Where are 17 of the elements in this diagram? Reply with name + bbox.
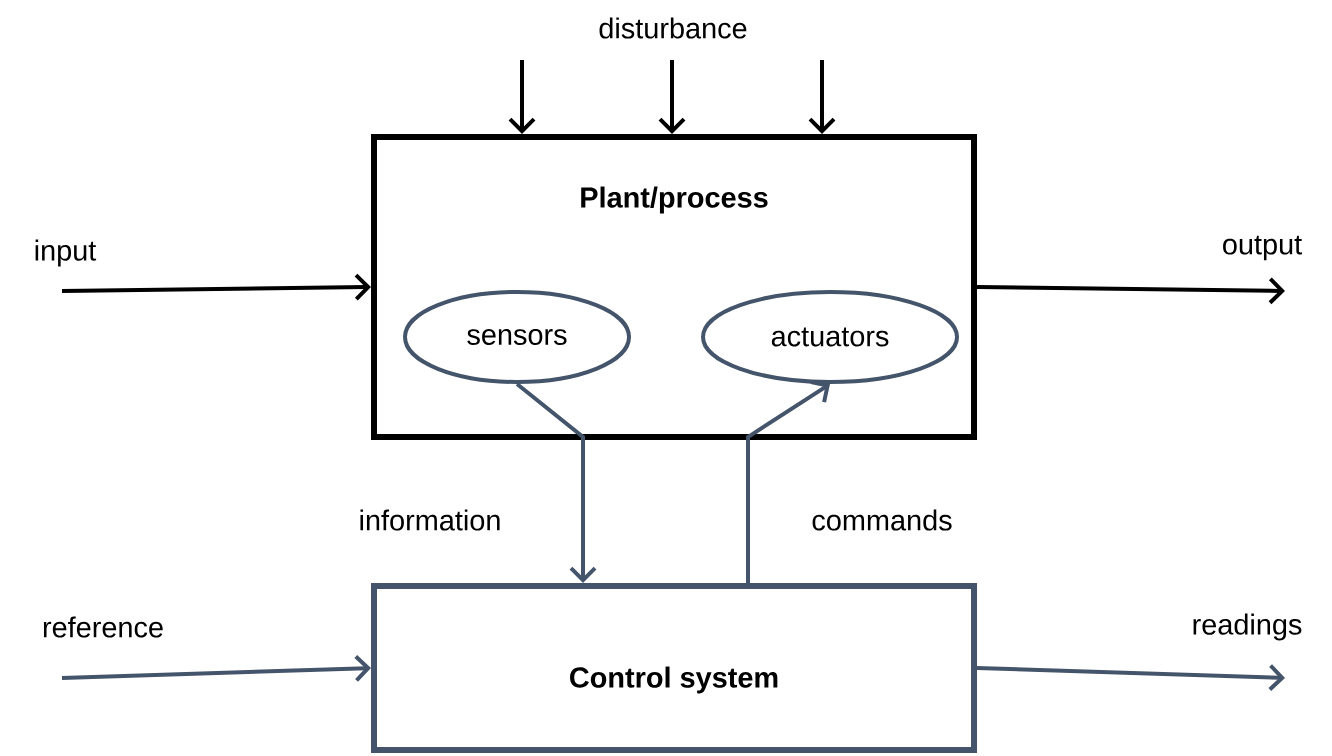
arrow (977, 277, 1285, 305)
edge-label: input (35, 239, 97, 267)
edge-label: reference (43, 616, 163, 638)
arrow (508, 60, 536, 134)
arrow (515, 382, 597, 583)
arrow (746, 380, 830, 583)
edge-label: information (360, 509, 500, 531)
arrow (61, 273, 371, 301)
edge-label: output (1223, 235, 1302, 261)
process-box: Control system (371, 583, 977, 753)
text-label: disturbance (599, 17, 747, 39)
arrow (61, 655, 371, 682)
edge-label: readings (1193, 613, 1302, 641)
edge-label: commands (812, 509, 952, 531)
arrow (808, 60, 836, 134)
arrow (658, 60, 686, 134)
arrow (976, 664, 1285, 691)
